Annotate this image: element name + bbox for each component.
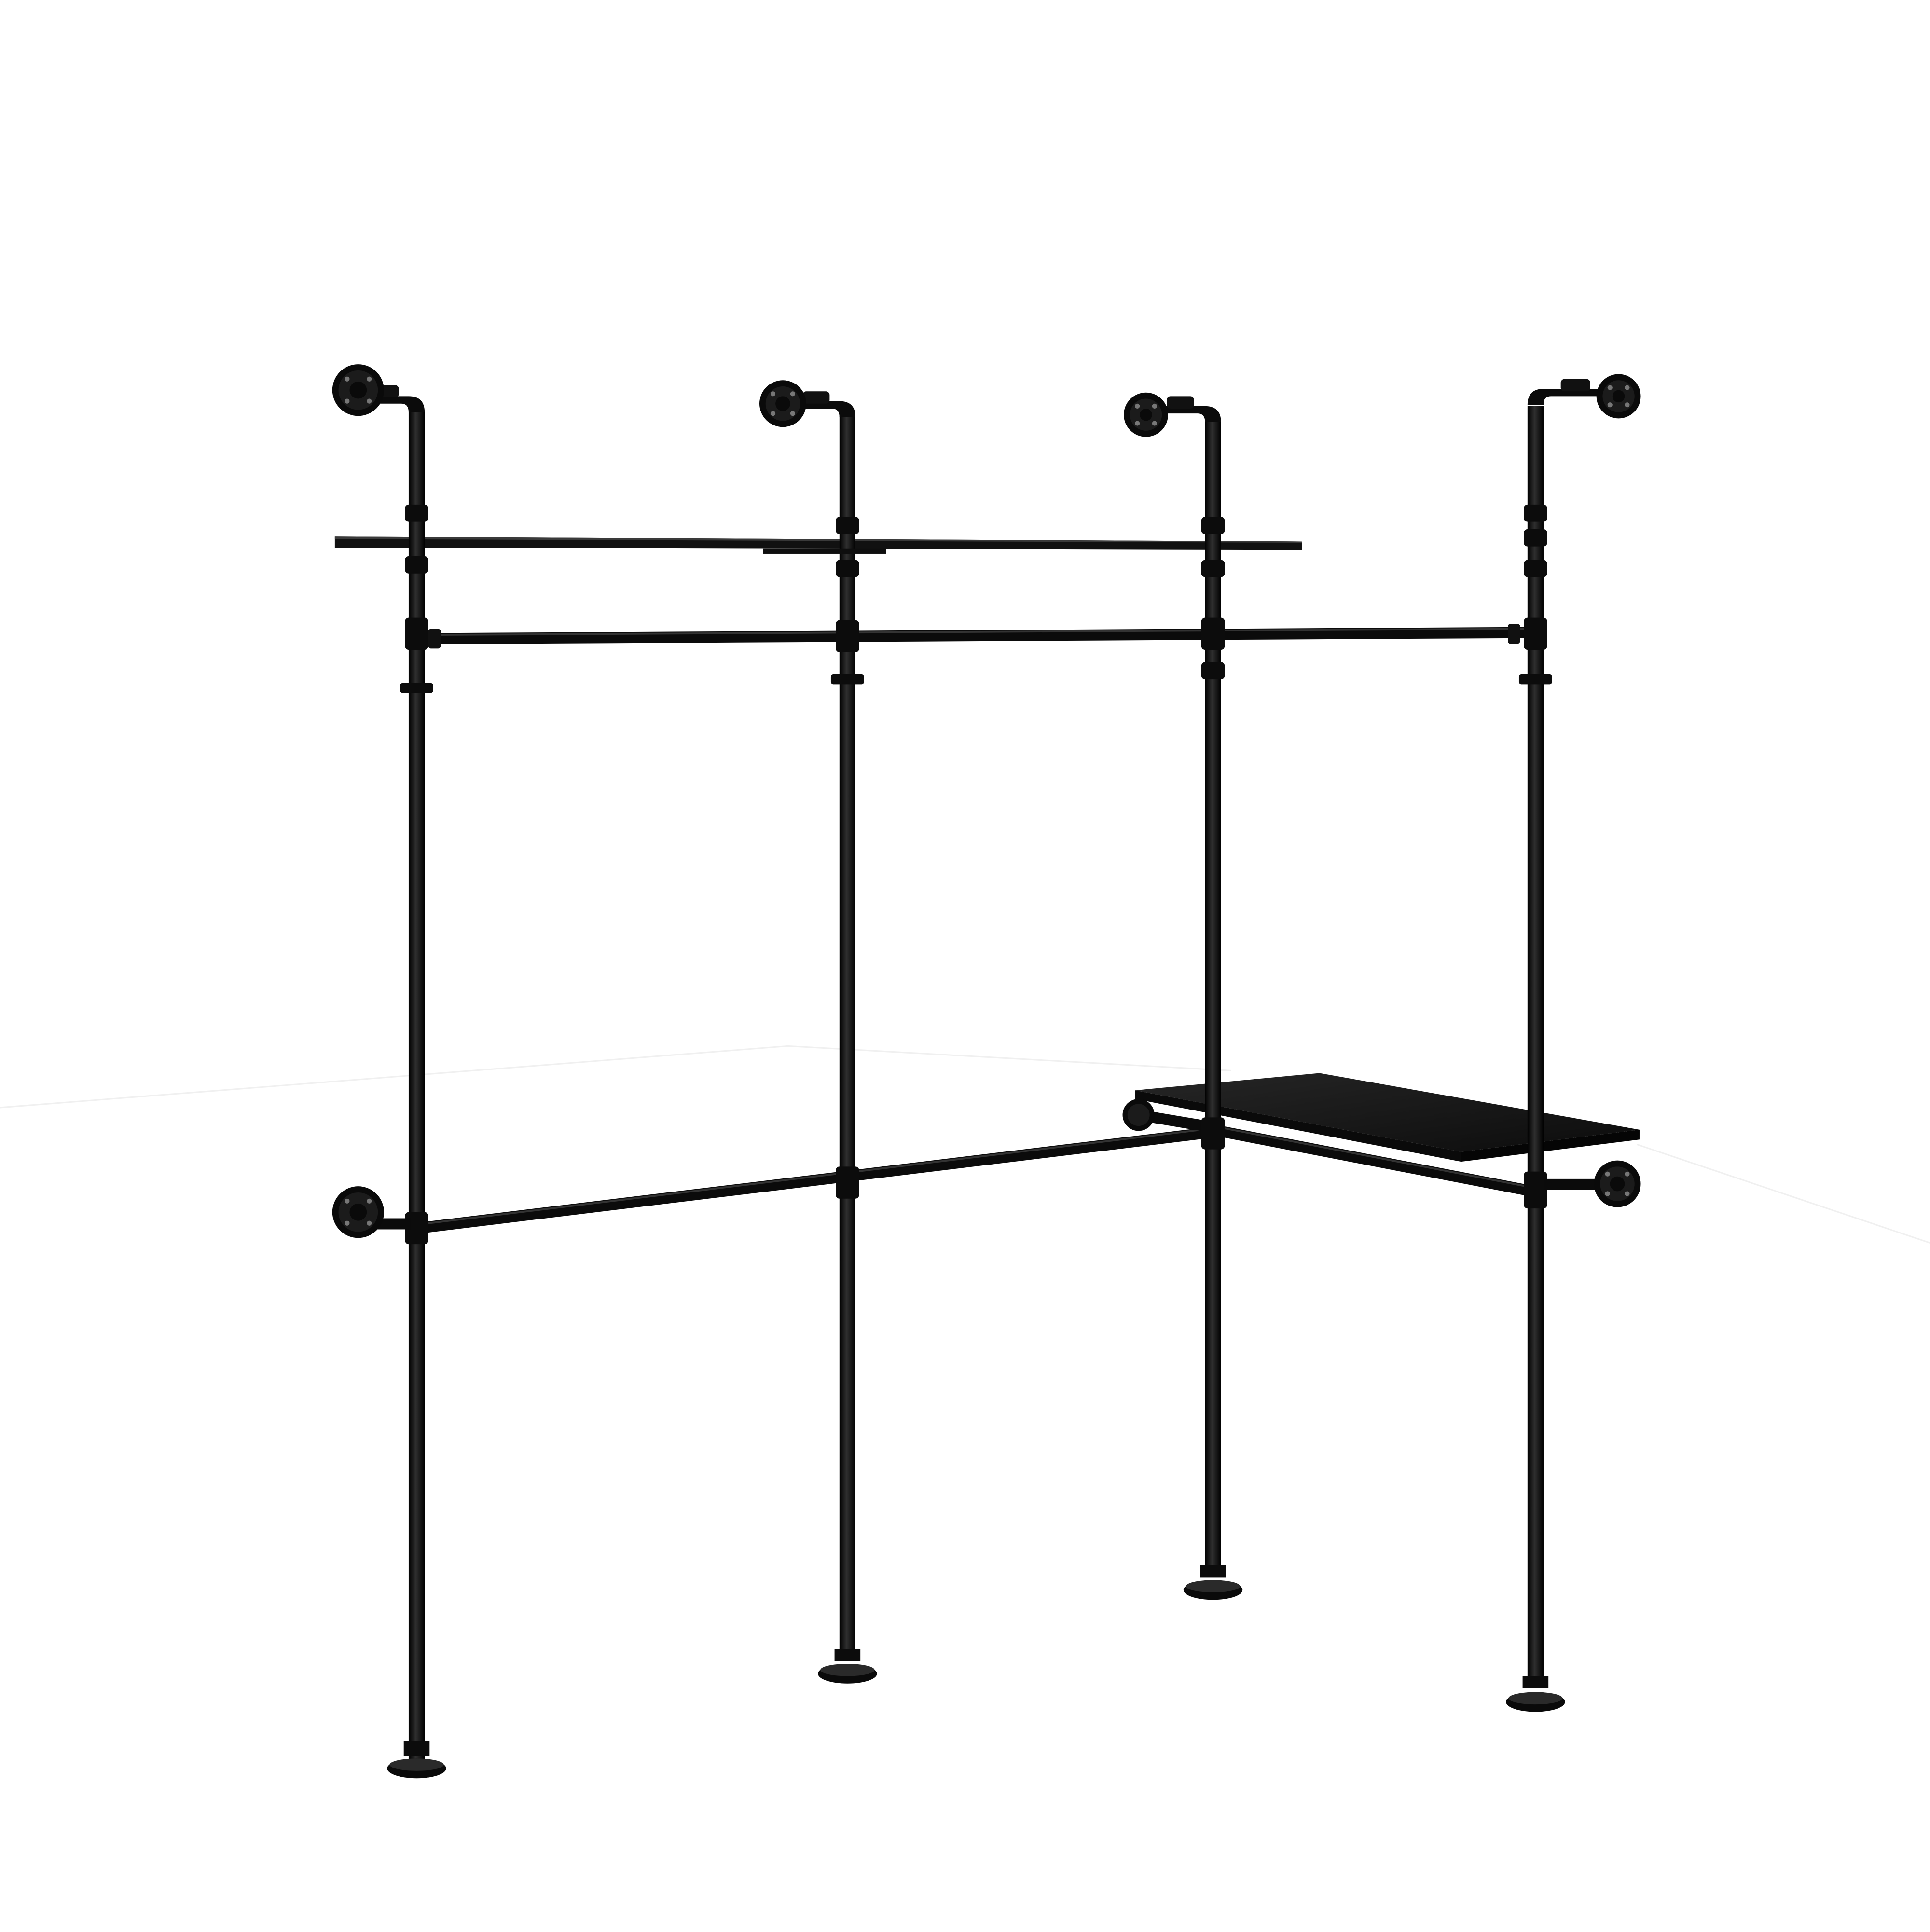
- top-shelf: [334, 536, 1302, 550]
- wall-flange-lower-back: [1122, 1099, 1155, 1131]
- post-1: [364, 385, 446, 1779]
- floor-lines: [0, 1045, 1930, 1244]
- wall-flange-top-4: [1596, 374, 1641, 419]
- post-2: [795, 391, 877, 1684]
- wall-flange-top-1: [332, 364, 384, 416]
- post-4: [1506, 379, 1603, 1712]
- wall-flange-top-3: [1124, 392, 1168, 437]
- upper-rail: [418, 624, 1527, 649]
- wall-flange-lower-right: [1543, 1160, 1641, 1207]
- shelf-bracket: [763, 548, 886, 554]
- wall-flange-top-2: [759, 380, 806, 427]
- wall-flange-lower-left: [332, 1186, 412, 1238]
- post-3: [1160, 396, 1243, 1600]
